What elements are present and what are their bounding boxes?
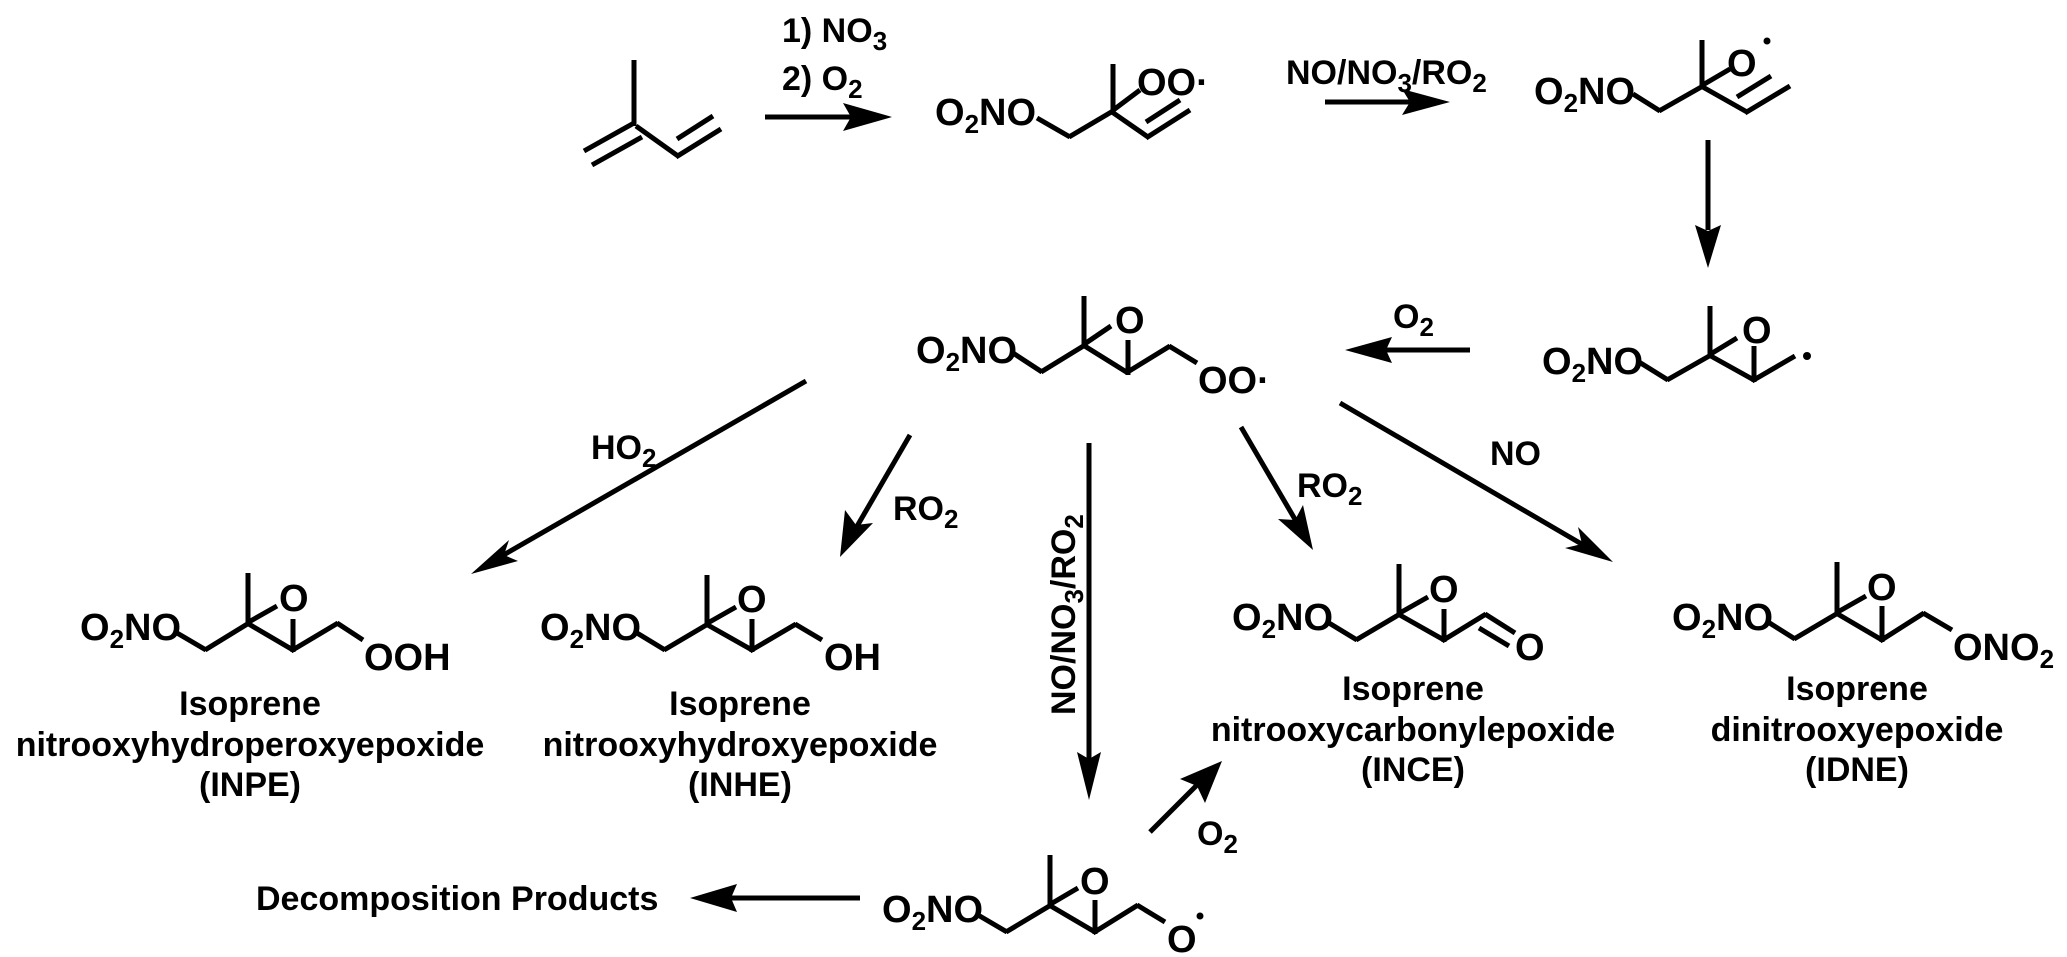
product-ince: O2NO O O Isoprene nitrooxycarbonylepoxid… — [1211, 564, 1615, 789]
product-abbreviation: (INHE) — [688, 766, 792, 804]
reagent-step2: NO/NO3/RO2 — [1286, 54, 1487, 98]
isoprene-structure — [582, 60, 723, 168]
product-name-line1: Isoprene — [669, 685, 811, 723]
nitrooxy-group: O2NO — [882, 889, 983, 936]
product-name-line1: Isoprene — [179, 685, 321, 723]
product-name-line2: nitrooxycarbonylepoxide — [1211, 711, 1615, 749]
product-name-line1: Isoprene — [1342, 670, 1484, 708]
epoxide-oxygen: O — [1429, 569, 1459, 611]
arrow-step4 — [1345, 337, 1470, 363]
nitrooxy-group: O2NO — [80, 607, 181, 654]
arrow-no — [1338, 400, 1613, 562]
radical-dot — [1763, 37, 1771, 45]
product-name-line2: nitrooxyhydroxyepoxide — [543, 726, 938, 764]
product-abbreviation: (IDNE) — [1805, 751, 1909, 789]
nitrooxy-group-right: ONO2 — [1953, 627, 2054, 674]
epoxide-oxygen: O — [1742, 310, 1772, 352]
decomposition-products-label: Decomposition Products — [256, 880, 658, 918]
product-idne: O2NO O ONO2 Isoprene dinitrooxyepoxide (… — [1672, 562, 2054, 789]
arrow-ro2-right — [1238, 425, 1313, 550]
nitrooxy-alkoxy-radical: O2NO O — [1534, 37, 1792, 118]
epoxide-oxygen: O — [1115, 300, 1145, 342]
nitrooxy-group: O2NO — [935, 92, 1036, 139]
epoxy-peroxy-radical: O2NO O OO· — [916, 296, 1270, 402]
carbonyl-oxygen: O — [1515, 627, 1545, 669]
arrow-step1 — [765, 103, 892, 131]
epoxy-alkyl-radical: O2NO O — [1542, 306, 1811, 388]
epoxide-oxygen: O — [737, 579, 767, 621]
product-inhe: O2NO O OH Isoprene nitrooxyhydroxyepoxid… — [540, 575, 937, 804]
nitrooxy-group: O2NO — [1672, 597, 1773, 644]
nitrooxy-group: O2NO — [1232, 597, 1333, 644]
reagent-step1-line2: 2) O2 — [782, 60, 863, 104]
nitrooxy-group: O2NO — [1542, 341, 1643, 388]
reagent-no: NO — [1490, 435, 1541, 473]
arrow-decomposition — [690, 884, 860, 912]
nitrooxy-group: O2NO — [916, 330, 1017, 377]
reagent-ro2-right: RO2 — [1297, 467, 1362, 511]
nitrooxy-group: O2NO — [1534, 71, 1635, 118]
reagent-step1-line1: 1) NO3 — [782, 12, 887, 56]
arrow-ro2-left — [840, 433, 913, 557]
product-inpe: O2NO O OOH Isoprene nitrooxyhydroperoxye… — [16, 573, 485, 804]
nitrooxy-group: O2NO — [540, 607, 641, 654]
product-abbreviation: (INCE) — [1361, 751, 1465, 789]
alkoxy-oxygen: O — [1727, 43, 1757, 85]
radical-dot — [1803, 352, 1811, 360]
hydroperoxy-group: OOH — [364, 637, 451, 679]
arrow-o2-to-ince — [1148, 761, 1222, 834]
product-abbreviation: (INPE) — [199, 766, 301, 804]
arrow-ho2 — [471, 378, 808, 574]
product-name-line2: nitrooxyhydroperoxyepoxide — [16, 726, 485, 764]
epoxide-oxygen: O — [1867, 567, 1897, 609]
reagent-ro2-left: RO2 — [893, 490, 958, 534]
epoxide-oxygen: O — [1080, 861, 1110, 903]
reagent-o2-bottom: O2 — [1197, 815, 1238, 859]
epoxy-alkoxy-radical: O2NO O O — [882, 855, 1204, 957]
product-name-line2: dinitrooxyepoxide — [1711, 711, 2004, 749]
alkoxy-oxygen: O — [1167, 919, 1197, 957]
epoxide-oxygen: O — [279, 578, 309, 620]
radical-dot — [1196, 912, 1204, 920]
peroxy-radical-group: OO· — [1137, 62, 1209, 104]
hydroxy-group: OH — [824, 637, 881, 679]
reagent-central: NO/NO3/RO2 — [1045, 514, 1089, 715]
reagent-step4: O2 — [1393, 298, 1434, 342]
arrow-central — [1077, 443, 1101, 800]
arrow-step2 — [1325, 89, 1450, 115]
peroxy-radical-group: OO· — [1198, 360, 1270, 402]
nitrooxy-peroxy-radical: O2NO OO· — [935, 62, 1209, 141]
arrow-step3 — [1695, 140, 1721, 268]
reagent-ho2: HO2 — [591, 429, 656, 473]
product-name-line1: Isoprene — [1786, 670, 1928, 708]
